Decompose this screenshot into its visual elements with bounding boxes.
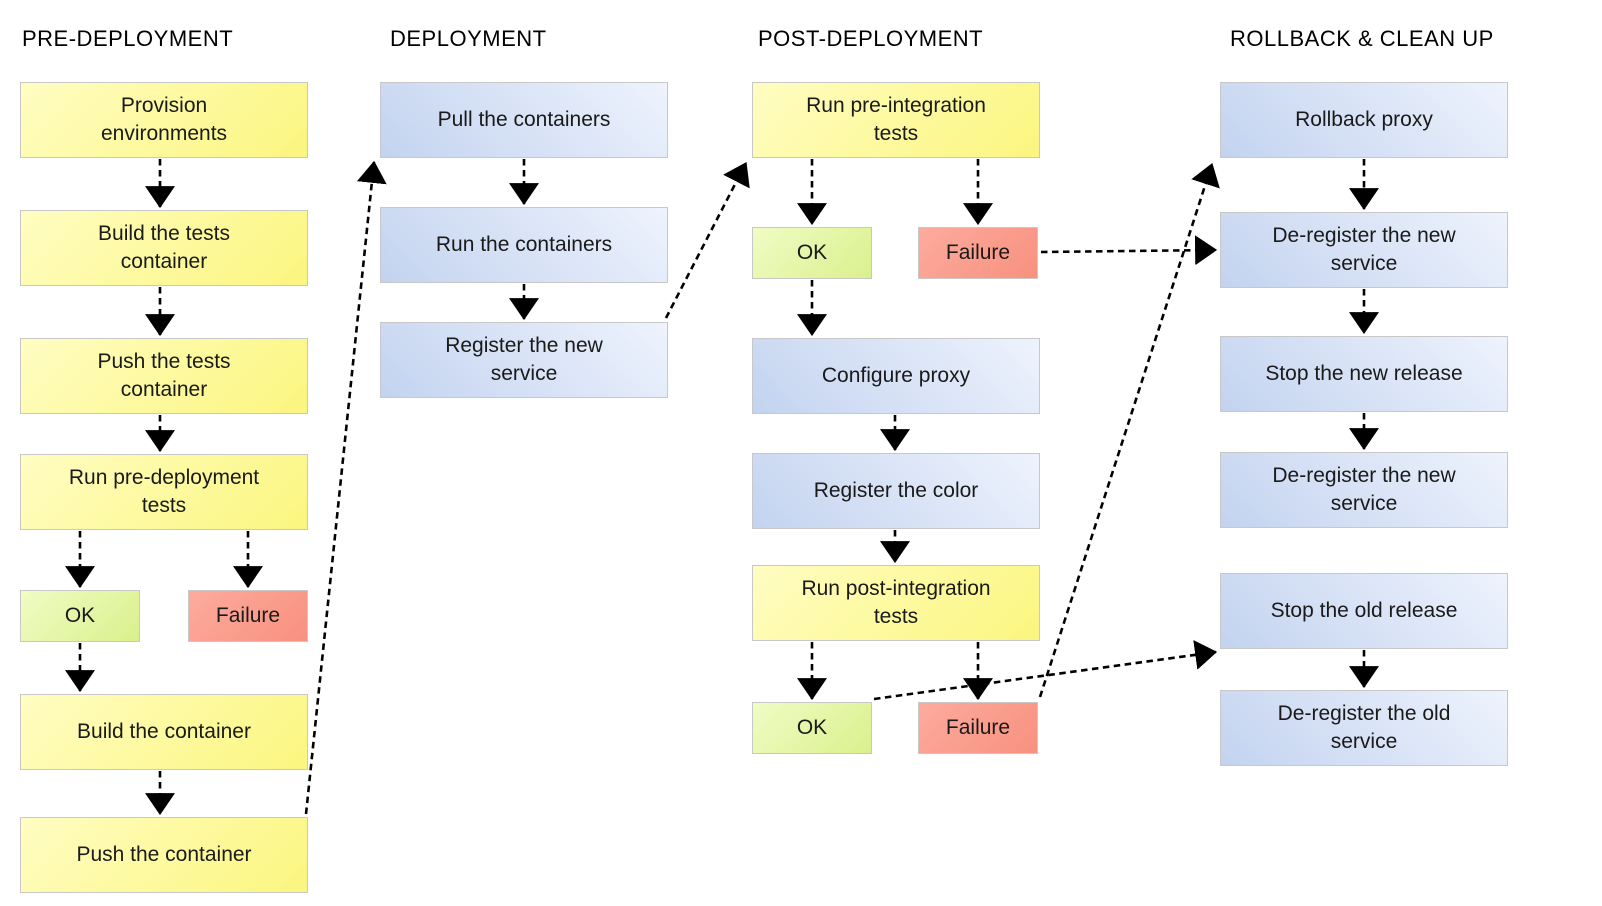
box-register-the-new-service: Register the new service bbox=[380, 322, 668, 398]
box-stop-the-new-release: Stop the new release bbox=[1220, 336, 1508, 412]
box-label: Run pre-integration tests bbox=[806, 94, 986, 145]
connector-postint-failure-to-rollback-proxy bbox=[1038, 162, 1220, 698]
box-label: De-register the old service bbox=[1277, 702, 1451, 753]
box-label: Configure proxy bbox=[821, 364, 971, 387]
box-label: Register the new service bbox=[445, 334, 603, 385]
box-provision-environments: Provision environments bbox=[20, 82, 308, 158]
box-label: Register the color bbox=[813, 479, 979, 502]
box-label: Failure bbox=[945, 241, 1011, 264]
box-push-tests-container: Push the tests container bbox=[20, 338, 308, 414]
box-pre-integration-failure: Failure bbox=[918, 227, 1038, 279]
box-pre-deployment-failure: Failure bbox=[188, 590, 308, 642]
box-label: Failure bbox=[945, 716, 1011, 739]
box-pre-integration-ok: OK bbox=[752, 227, 872, 279]
box-run-the-containers: Run the containers bbox=[380, 207, 668, 283]
box-configure-proxy: Configure proxy bbox=[752, 338, 1040, 414]
box-rollback-proxy: Rollback proxy bbox=[1220, 82, 1508, 158]
box-label: Stop the old release bbox=[1270, 599, 1458, 622]
box-run-pre-integration-tests: Run pre-integration tests bbox=[752, 82, 1040, 158]
box-label: Run the containers bbox=[435, 233, 613, 256]
box-deregister-old-service: De-register the old service bbox=[1220, 690, 1508, 766]
box-label: Provision environments bbox=[100, 94, 228, 145]
box-label: Build the tests container bbox=[98, 222, 230, 273]
column-title-rollback-clean-up: ROLLBACK & CLEAN UP bbox=[1230, 26, 1494, 51]
box-register-the-color: Register the color bbox=[752, 453, 1040, 529]
box-stop-the-old-release: Stop the old release bbox=[1220, 573, 1508, 649]
box-post-integration-failure: Failure bbox=[918, 702, 1038, 754]
box-run-pre-deployment-tests: Run pre-deployment tests bbox=[20, 454, 308, 530]
box-label: Rollback proxy bbox=[1295, 108, 1433, 131]
box-label: De-register the new service bbox=[1272, 224, 1456, 275]
box-label: Run post-integration tests bbox=[801, 577, 991, 628]
box-label: Pull the containers bbox=[437, 108, 611, 131]
box-label: Push the tests container bbox=[97, 350, 231, 401]
box-deregister-new-service-1: De-register the new service bbox=[1220, 212, 1508, 288]
box-build-tests-container: Build the tests container bbox=[20, 210, 308, 286]
connector-postint-ok-to-stop-old-release bbox=[873, 639, 1218, 701]
box-label: OK bbox=[64, 604, 96, 627]
box-label: OK bbox=[796, 241, 828, 264]
connector-push-container-to-pull-containers bbox=[304, 160, 387, 815]
box-label: Build the container bbox=[77, 720, 251, 743]
box-label: Push the container bbox=[76, 843, 252, 866]
box-build-the-container: Build the container bbox=[20, 694, 308, 770]
column-title-deployment: DEPLOYMENT bbox=[390, 26, 547, 51]
box-run-post-integration-tests: Run post-integration tests bbox=[752, 565, 1040, 641]
box-label: OK bbox=[796, 716, 828, 739]
box-pull-the-containers: Pull the containers bbox=[380, 82, 668, 158]
box-label: Run pre-deployment tests bbox=[68, 466, 260, 517]
column-title-pre-deployment: PRE-DEPLOYMENT bbox=[22, 26, 234, 51]
box-deregister-new-service-2: De-register the new service bbox=[1220, 452, 1508, 528]
box-post-integration-ok: OK bbox=[752, 702, 872, 754]
box-label: De-register the new service bbox=[1272, 464, 1456, 515]
box-pre-deployment-ok: OK bbox=[20, 590, 140, 642]
box-label: Stop the new release bbox=[1265, 362, 1463, 385]
box-label: Failure bbox=[215, 604, 281, 627]
column-title-post-deployment: POST-DEPLOYMENT bbox=[758, 26, 984, 51]
connector-register-service-to-preint-tests bbox=[664, 162, 750, 319]
connector-preint-failure-to-deregister1 bbox=[1040, 235, 1218, 266]
box-push-the-container: Push the container bbox=[20, 817, 308, 893]
